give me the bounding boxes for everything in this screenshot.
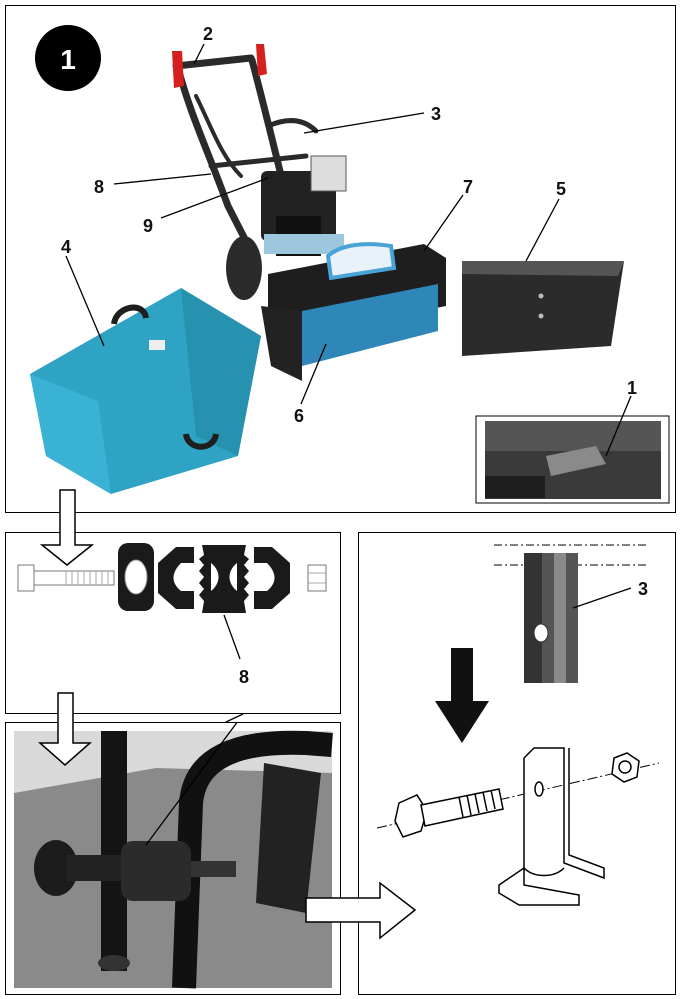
mount-leader-3 xyxy=(572,587,632,609)
wheel xyxy=(226,236,262,300)
mount-nut xyxy=(611,752,640,783)
mount-callout-3: 3 xyxy=(638,579,648,599)
callout-7: 7 xyxy=(463,177,473,197)
clamp-shell-right xyxy=(254,547,290,609)
main-illustration-panel: 1 xyxy=(5,5,676,513)
callout-8: 8 xyxy=(94,177,104,197)
red-grip-right xyxy=(256,44,267,76)
engine xyxy=(261,155,347,256)
bolt xyxy=(17,564,115,592)
callout-9: 9 xyxy=(143,216,153,236)
clamp-photo xyxy=(14,723,333,989)
figure-badge xyxy=(35,25,101,91)
callout-1: 1 xyxy=(627,378,637,398)
nut xyxy=(307,564,327,592)
parts-panel: 8 xyxy=(5,532,341,714)
mount-bolt xyxy=(394,788,504,838)
clamp-knob-photo xyxy=(34,840,236,901)
knob-clamp-parts: 8 xyxy=(17,543,327,687)
callout-6: 6 xyxy=(294,406,304,426)
down-arrow-solid-icon xyxy=(435,648,489,743)
clamp-photo-panel xyxy=(5,722,341,995)
figure-number: 1 xyxy=(60,44,76,75)
callout-2: 2 xyxy=(203,24,213,44)
parts-callout-8: 8 xyxy=(239,667,249,687)
bracket-mount-diagram: 3 xyxy=(376,544,660,906)
callout-3: 3 xyxy=(431,104,441,124)
brush xyxy=(261,284,438,381)
snow-blade xyxy=(462,261,624,356)
clamp-shell-left xyxy=(158,547,194,609)
callout-4: 4 xyxy=(61,237,71,257)
red-grip-left xyxy=(172,51,184,88)
photo-leader-8 xyxy=(145,723,238,846)
callout-5: 5 xyxy=(556,179,566,199)
handle-tube xyxy=(524,553,578,683)
inset-photo-lever xyxy=(485,421,661,499)
leader-lines xyxy=(65,43,632,457)
leader-8 xyxy=(223,614,241,660)
sweeper-illustration: 1 xyxy=(30,24,670,504)
clamp-gear-center xyxy=(199,545,249,613)
mount-panel: 3 xyxy=(358,532,676,995)
mount-bracket xyxy=(498,747,605,906)
dirt-collector xyxy=(30,288,261,494)
knob xyxy=(118,543,154,611)
